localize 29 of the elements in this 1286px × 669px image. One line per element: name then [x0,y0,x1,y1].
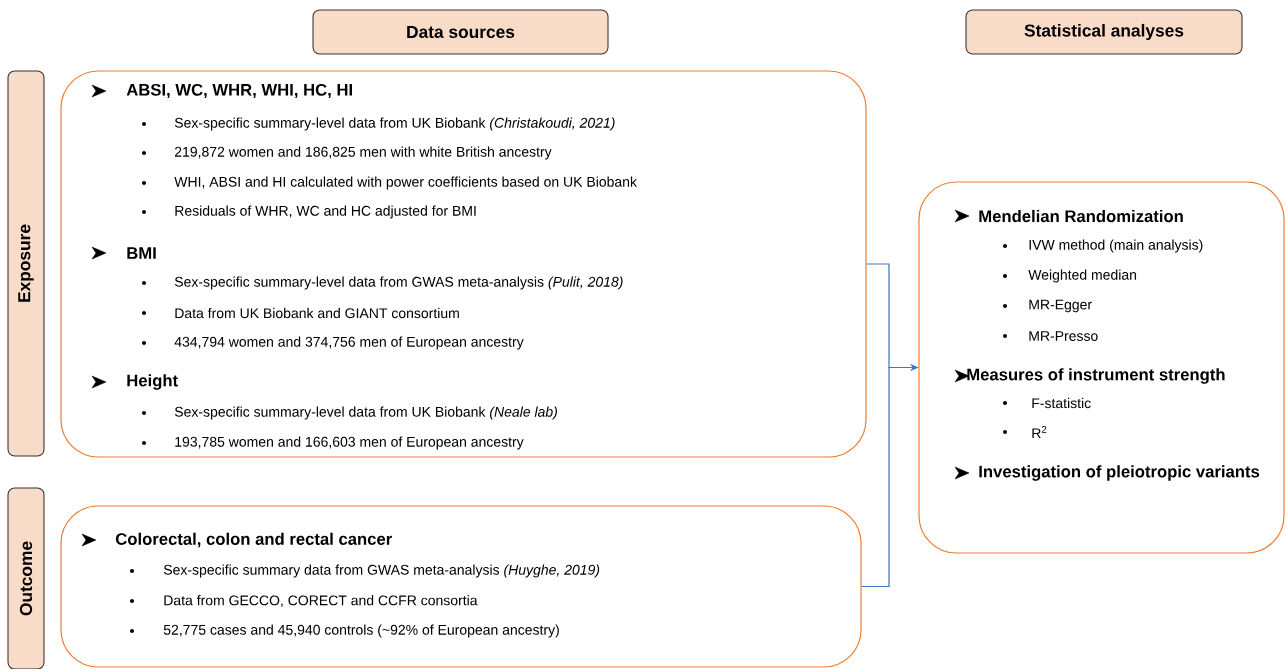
section-heading: Measures of instrument strength [967,368,1225,384]
bullet-item: Data from UK Biobank and GIANT consortium [175,307,459,319]
section-heading: Colorectal, colon and rectal cancer [115,532,392,548]
heading-box: Data sources [312,9,609,55]
bullet-item: Sex-specific summary-level data from UK Biobank (Christakoudi, 2021) [174,117,615,131]
bullet-item: Sex-specific summary data from GWAS meta-analysis (Huyghe, 2019) [163,564,600,578]
side-label-box: Outcome [7,487,45,669]
bullet-item: Sex-specific summary-level data from UK Biobank (Neale lab) [174,406,557,420]
section-heading: Investigation of pleiotropic variants [979,465,1260,481]
bullet-item: Data from GECCO, CORECT and CCFR consortia [164,595,478,607]
bullet-item: 434,794 women and 374,756 men of European ancestry [174,336,524,350]
bullet-item: Residuals of WHR, WC and HC adjusted for BMI [175,205,476,219]
section-heading: ABSI, WC, WHR, WHI, HC, HI [126,83,352,99]
bullet-item: Weighted median [1028,269,1137,283]
bullet-item: R$^{2}$ [1032,425,1047,439]
heading-box: Statistical analyses [965,9,1243,55]
bullet-item: MR-Egger [1029,299,1092,313]
bullet-item: IVW method (main analysis) [1029,239,1203,253]
bullet-item: MR-Presso [1029,331,1098,341]
bullet-item: 219,872 women and 186,825 men with white British ancestry [175,146,552,160]
bullet-item: 193,785 women and 166,603 men of European ancestry [175,436,524,450]
section-heading: Mendelian Randomization [979,209,1183,223]
bullet-item: WHI, ABSI and HI calculated with power coefficients based on UK Biobank [174,176,637,190]
section-heading: Height [127,374,178,390]
bullet-item: 52,775 cases and 45,940 controls (~92% of European ancestry) [163,624,559,638]
section-heading: BMI [127,247,156,259]
bullet-item: Sex-specific summary-level data from GWAS meta-analysis (Pulit, 2018) [174,276,623,290]
side-label-box: Exposure [7,70,45,457]
bullet-item: F-statistic [1032,397,1091,409]
